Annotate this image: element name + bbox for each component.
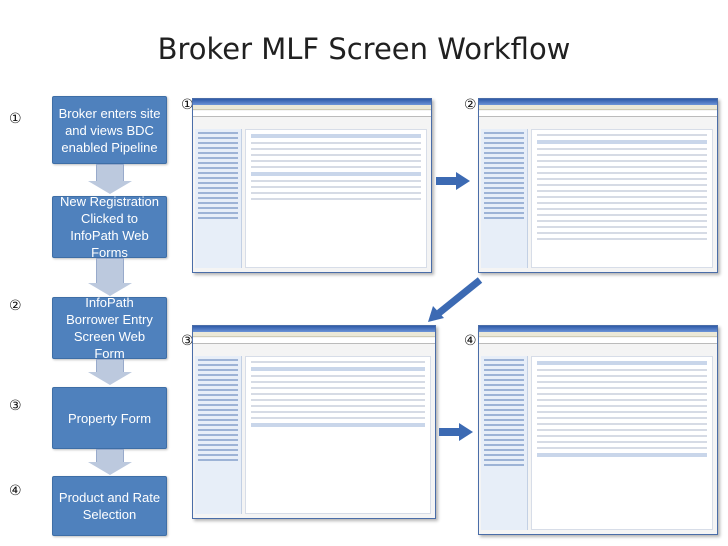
step-broker-pipeline: Broker enters site and views BDC enabled…	[52, 96, 167, 164]
step-label: Property Form	[67, 410, 152, 426]
arrow-right-3-to-4	[439, 423, 473, 441]
step-label: New Registration Clicked to InfoPath Web…	[60, 194, 159, 260]
arrow-right-1-to-2	[436, 172, 470, 190]
page-title: Broker MLF Screen Workflow	[157, 32, 571, 66]
step-new-registration: New Registration Clicked to InfoPath Web…	[52, 194, 167, 260]
step-label: InfoPath Borrower Entry Screen Web Form	[66, 295, 153, 361]
shot-marker-2: ②	[464, 97, 477, 113]
connector-arrow	[88, 359, 132, 385]
shot-marker-3: ③	[181, 333, 194, 349]
step-label: Broker enters site and views BDC enabled…	[58, 105, 161, 155]
step-marker-2: ②	[9, 298, 22, 314]
step-property-form: Property Form	[52, 387, 167, 449]
connector-arrow	[88, 258, 132, 296]
screenshot-borrower-entry	[478, 98, 718, 273]
connector-arrow	[88, 449, 132, 475]
shot-marker-1: ①	[181, 97, 194, 113]
step-product-rate: Product and Rate Selection	[52, 476, 167, 536]
step-marker-4: ④	[9, 483, 22, 499]
screenshot-pipeline	[192, 98, 432, 273]
connector-arrow	[88, 164, 132, 194]
step-label: Product and Rate Selection	[58, 490, 161, 522]
shot-marker-4: ④	[464, 333, 477, 349]
step-marker-3: ③	[9, 398, 22, 414]
arrow-diagonal-2-to-3	[428, 277, 483, 322]
screenshot-property-form	[192, 325, 436, 519]
step-borrower-entry: InfoPath Borrower Entry Screen Web Form	[52, 295, 167, 361]
step-marker-1: ①	[9, 111, 22, 127]
screenshot-product-rate	[478, 325, 718, 535]
